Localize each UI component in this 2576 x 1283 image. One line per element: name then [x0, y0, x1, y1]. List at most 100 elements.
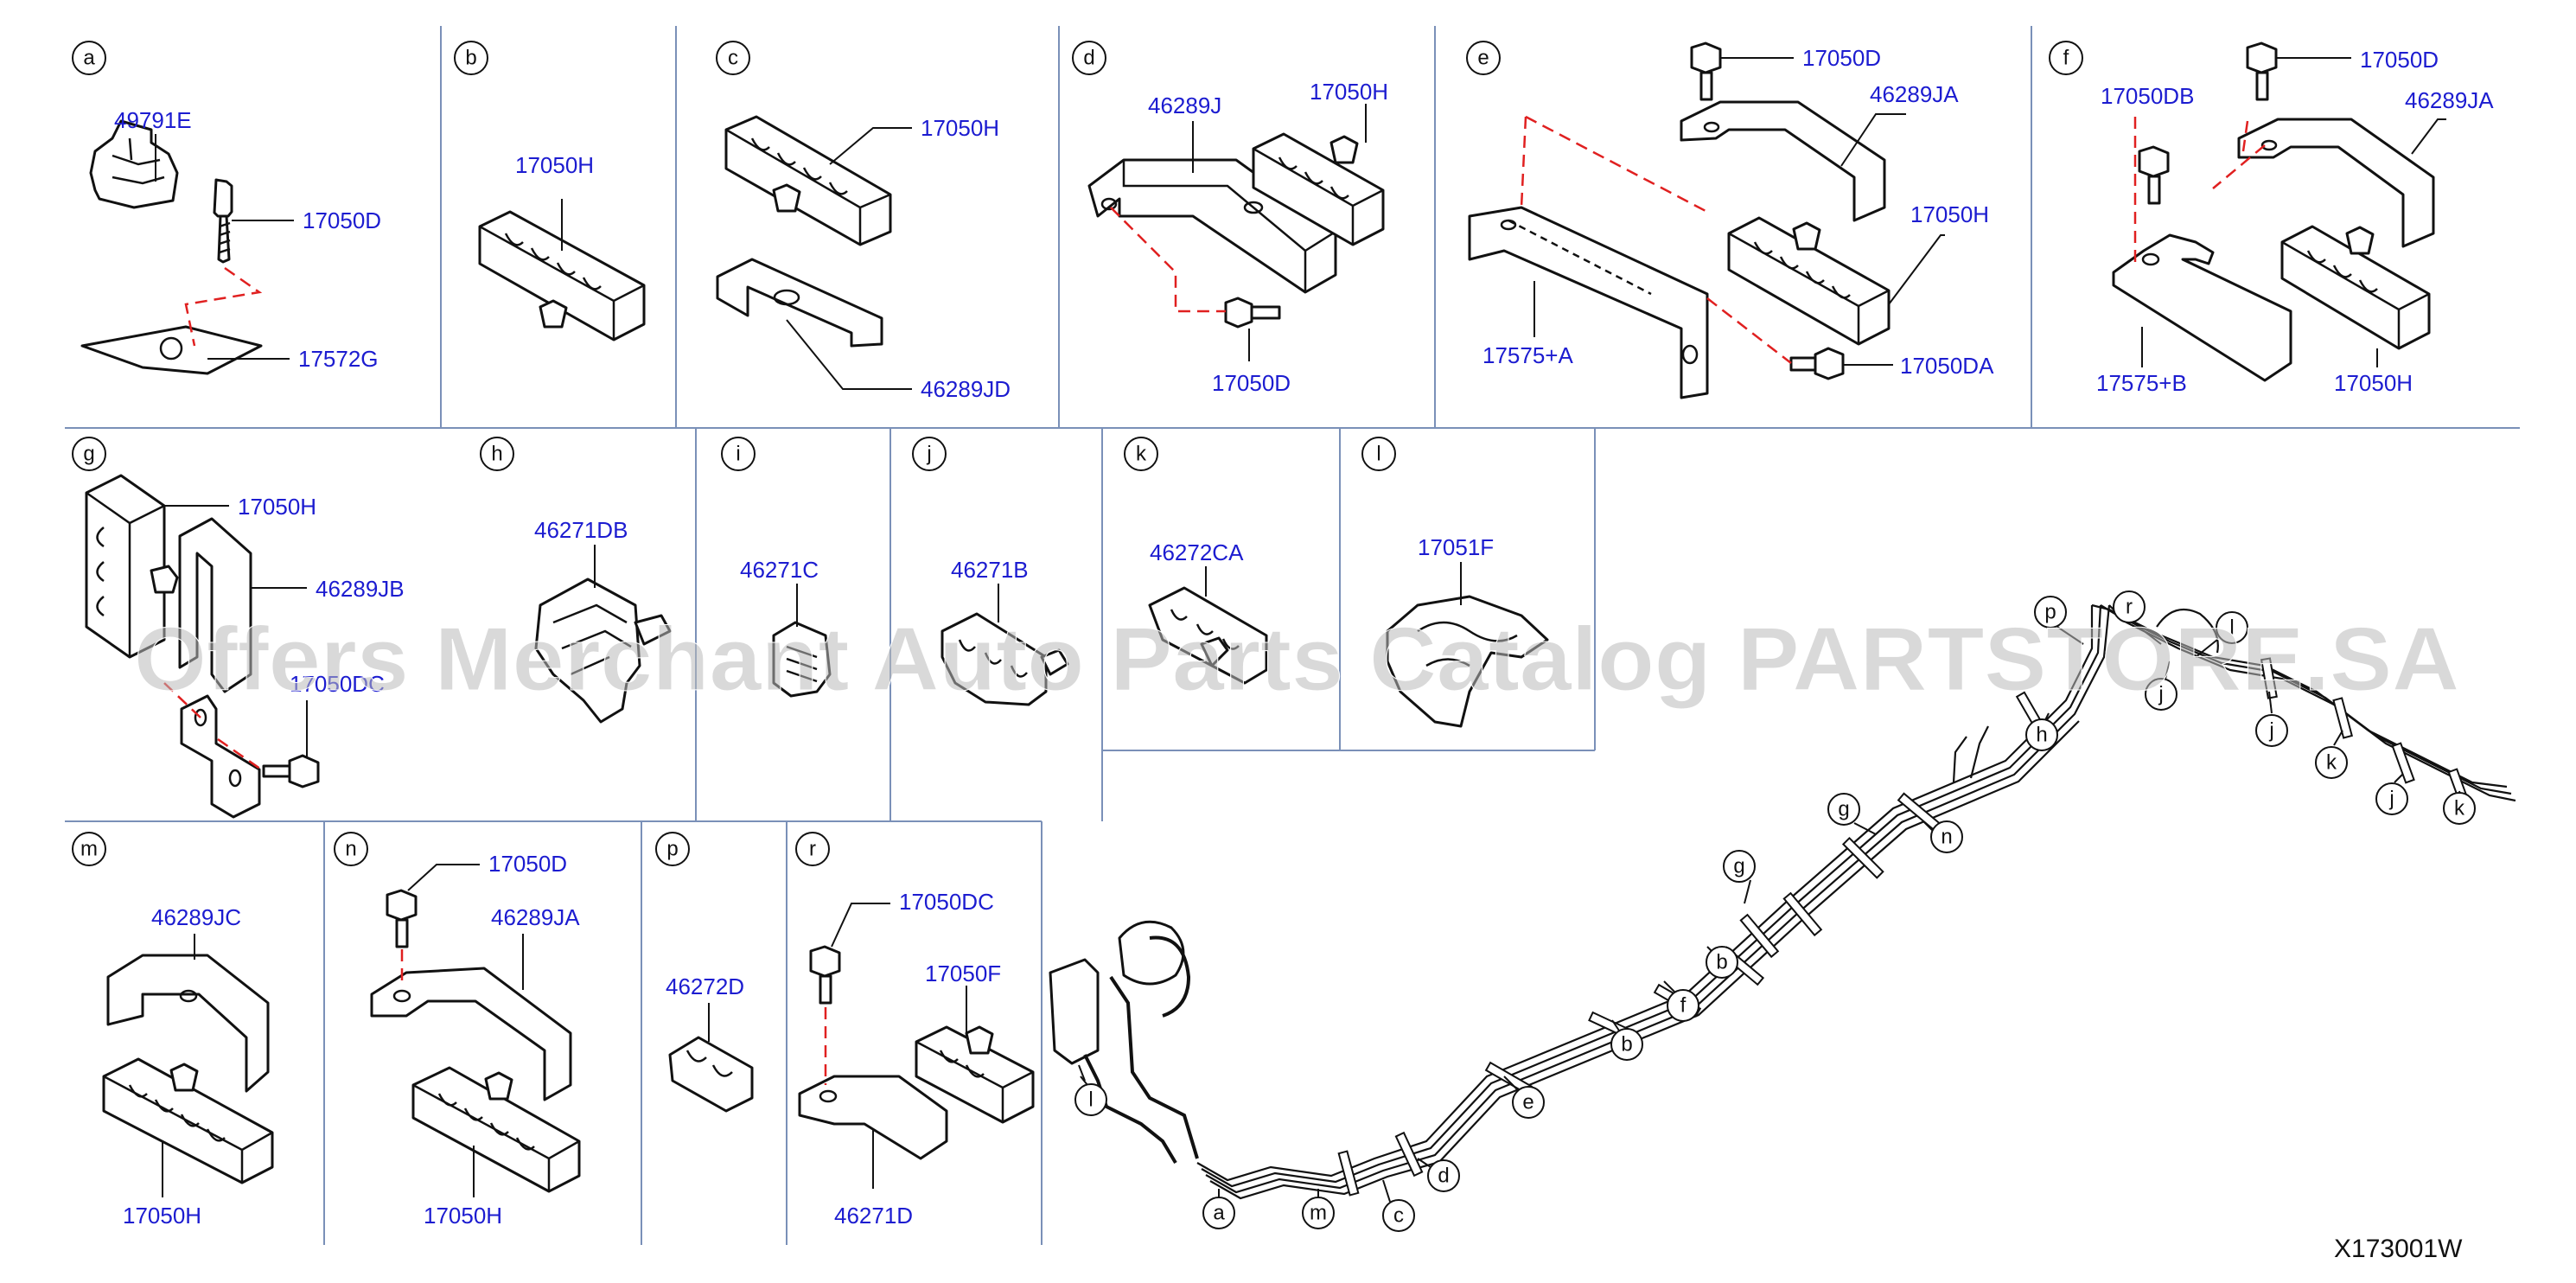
part-number: 46271DB	[534, 517, 628, 543]
pipe-clamp-17050H	[85, 474, 179, 659]
svg-text:b: b	[465, 47, 476, 70]
panel-letters: a b c d e f g h i j k l m n p r	[72, 41, 2083, 866]
callout-a: a	[1202, 1189, 1235, 1229]
panel-letter-g: g	[72, 437, 106, 471]
part-number: 46271B	[951, 557, 1029, 583]
overview-callouts: p r l h j j k j k g n g b f b e d a m c …	[1074, 590, 2476, 1232]
part-number: 17050H	[1910, 201, 1989, 227]
panel-letter-e: e	[1466, 41, 1501, 75]
panel-letter-k: k	[1124, 437, 1158, 471]
svg-text:k: k	[2326, 751, 2337, 775]
callout-b: b	[1610, 1019, 1643, 1061]
part-number: 17051F	[1418, 534, 1494, 560]
panel-letter-m: m	[72, 832, 106, 866]
svg-text:l: l	[2229, 616, 2234, 640]
part-number: 17050H	[2334, 370, 2413, 396]
callout-r: r	[2113, 590, 2162, 645]
callout-n: n	[1922, 820, 1963, 853]
callout-d: d	[1417, 1158, 1460, 1192]
bolt-17050D	[1224, 297, 1281, 329]
svg-text:a: a	[83, 47, 95, 70]
pipe-clamp-17050H	[1252, 132, 1385, 246]
svg-text:d: d	[1083, 47, 1094, 70]
svg-text:j: j	[926, 443, 931, 466]
panel-letter-b: b	[454, 41, 488, 75]
part-number: 17050H	[123, 1203, 201, 1229]
svg-text:b: b	[1716, 951, 1727, 974]
panel-d: 46289J 17050H 17050D	[1087, 79, 1388, 396]
svg-text:c: c	[728, 47, 738, 70]
part-number: 17050D	[1212, 370, 1291, 396]
panel-letter-h: h	[480, 437, 514, 471]
svg-text:a: a	[1213, 1202, 1225, 1225]
panel-j: 46271B	[940, 557, 1069, 706]
callout-m: m	[1302, 1189, 1335, 1229]
svg-text:e: e	[1477, 47, 1489, 70]
watermark-text: Offers Merchant Auto Parts Catalog PARTS…	[134, 610, 2459, 710]
svg-text:l: l	[1088, 1088, 1093, 1112]
part-number: 46289JA	[1870, 81, 1959, 107]
pipe-clamp-17050H	[1727, 216, 1891, 346]
pipe-clamp-17050H	[102, 1057, 274, 1184]
callout-g: g	[1723, 850, 1756, 904]
svg-text:g: g	[1733, 855, 1744, 878]
svg-text:h: h	[491, 443, 502, 466]
part-number: 46289JA	[2405, 87, 2494, 113]
panel-m: 46289JC 17050H	[102, 904, 274, 1229]
svg-text:b: b	[1621, 1033, 1632, 1056]
drawing-code: X173001W	[2334, 1235, 2463, 1263]
part-number: 17050DA	[1900, 353, 1994, 379]
part-number: 49791E	[114, 107, 192, 133]
bracket-46289JC	[106, 954, 270, 1093]
svg-text:h: h	[2036, 724, 2047, 747]
bracket-clip-49791E	[89, 119, 179, 209]
callout-f: f	[1663, 980, 1699, 1022]
svg-text:j: j	[2158, 683, 2163, 706]
bracket-17575+B	[2112, 233, 2292, 382]
part-number: 17050H	[238, 494, 316, 520]
svg-text:p: p	[666, 838, 678, 861]
bracket-46289JA	[370, 967, 572, 1101]
clip-46271B	[940, 612, 1069, 706]
clip-46271C	[772, 621, 832, 698]
part-number: 17572G	[298, 346, 379, 372]
plate-17572G	[80, 325, 263, 375]
part-number: 17050H	[515, 152, 594, 178]
callout-p: p	[2034, 596, 2084, 645]
part-number: 46271D	[834, 1203, 913, 1229]
svg-text:g: g	[83, 443, 94, 466]
callout-e: e	[1503, 1076, 1545, 1119]
part-number: 17050H	[1310, 79, 1388, 105]
svg-text:r: r	[2126, 596, 2133, 619]
panel-letter-l: l	[1361, 437, 1396, 471]
part-number: 46289JA	[491, 904, 580, 930]
panel-i: 46271C	[740, 557, 832, 698]
panel-letter-a: a	[72, 41, 106, 75]
bolt-17050D	[1690, 41, 1722, 101]
bracket-46271D	[798, 1075, 948, 1160]
panel-b: 17050H	[478, 152, 646, 341]
part-number: 17050F	[925, 961, 1001, 986]
callout-g: g	[1827, 793, 1877, 835]
svg-text:r: r	[809, 838, 816, 861]
svg-text:c: c	[1393, 1204, 1404, 1228]
panel-n: 17050D 46289JA 17050H	[370, 851, 581, 1229]
panel-a: 49791E 17050D 17572G	[80, 107, 381, 375]
part-number: 46289JC	[151, 904, 241, 930]
panel-letter-n: n	[334, 832, 368, 866]
bracket-46289JA	[2237, 118, 2435, 248]
panel-r: 17050DC 17050F 46271D	[798, 889, 1035, 1229]
callout-h: h	[2025, 712, 2058, 751]
part-number: 46272CA	[1150, 539, 1244, 565]
part-number: 17050DC	[899, 889, 994, 915]
panel-h: 46271DB	[534, 517, 672, 724]
part-number: 17050H	[921, 115, 999, 141]
callout-k: k	[2443, 790, 2476, 825]
callout-j: j	[2255, 691, 2288, 747]
panel-l: 17051F	[1386, 534, 1549, 728]
callout-l-top: l	[2195, 611, 2248, 658]
svg-text:i: i	[736, 443, 740, 466]
bolt-17050DC	[262, 754, 320, 788]
bracket-17575+A	[1468, 206, 1709, 399]
part-number: 46289JD	[921, 376, 1011, 402]
